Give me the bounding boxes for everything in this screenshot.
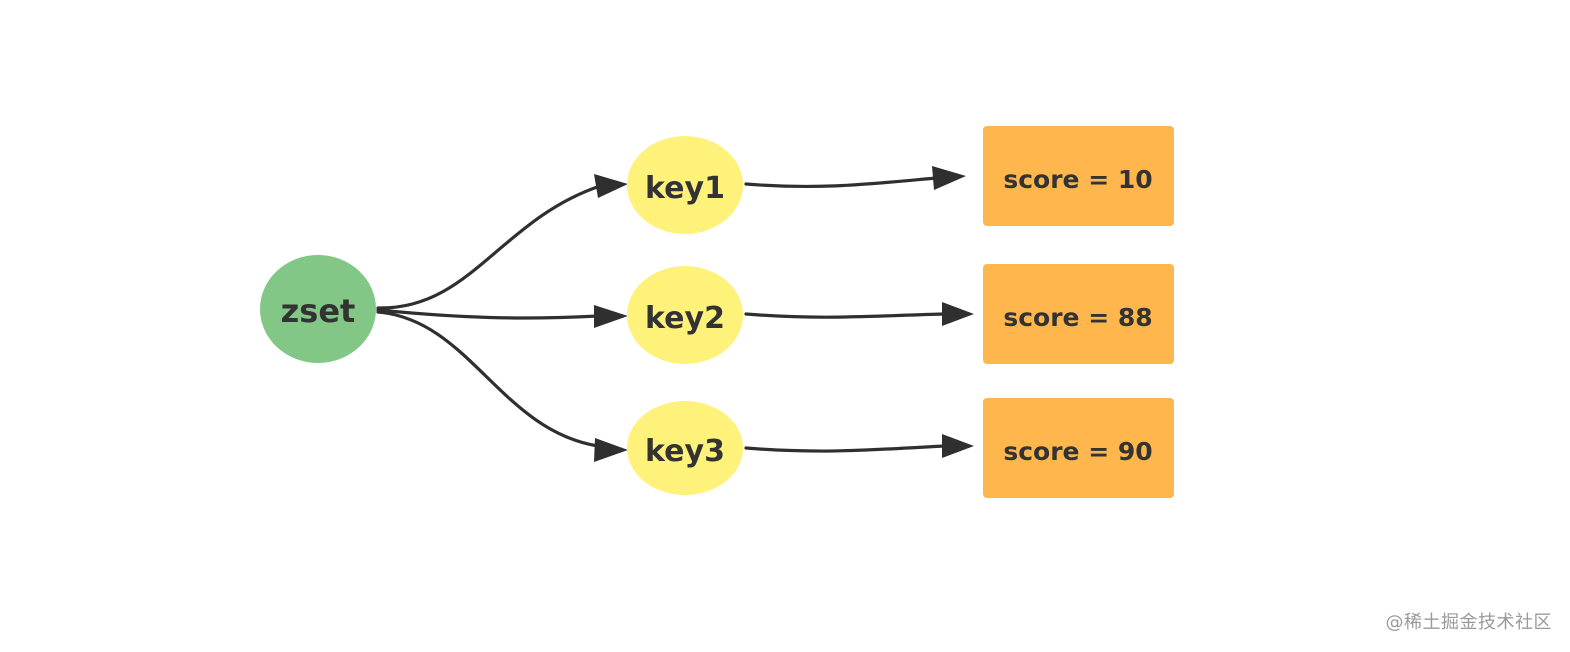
root-label: zset [281,292,356,330]
edge-zset-key1 [376,184,602,310]
key-node-2: key2 [627,266,743,364]
edge-zset-key2 [376,308,600,320]
arrowhead-key2 [594,305,628,328]
score-box-2: score = 88 [983,264,1174,364]
key-label-1: key1 [645,171,725,206]
score-box-1: score = 10 [983,126,1174,226]
key-node-1: key1 [627,136,743,234]
edge-key3-score3 [744,444,946,453]
score-label-3: score = 90 [1003,437,1152,466]
arrowhead-key1 [594,174,628,198]
watermark: @稀土掘金技术社区 [1385,612,1552,633]
score-label-1: score = 10 [1003,165,1152,194]
edge-key1-score1 [744,176,938,189]
edge-key2-score2 [744,312,946,319]
key-label-2: key2 [645,301,725,336]
arrowhead-key3 [594,438,628,462]
edge-zset-key3 [376,310,600,448]
score-box-3: score = 90 [983,398,1174,498]
arrowhead-score2 [942,302,974,326]
key-node-3: key3 [627,401,743,495]
key-label-3: key3 [645,434,725,469]
root-node: zset [260,255,376,363]
score-label-2: score = 88 [1003,303,1152,332]
arrowhead-score3 [942,434,974,458]
arrowhead-score1 [932,166,966,190]
